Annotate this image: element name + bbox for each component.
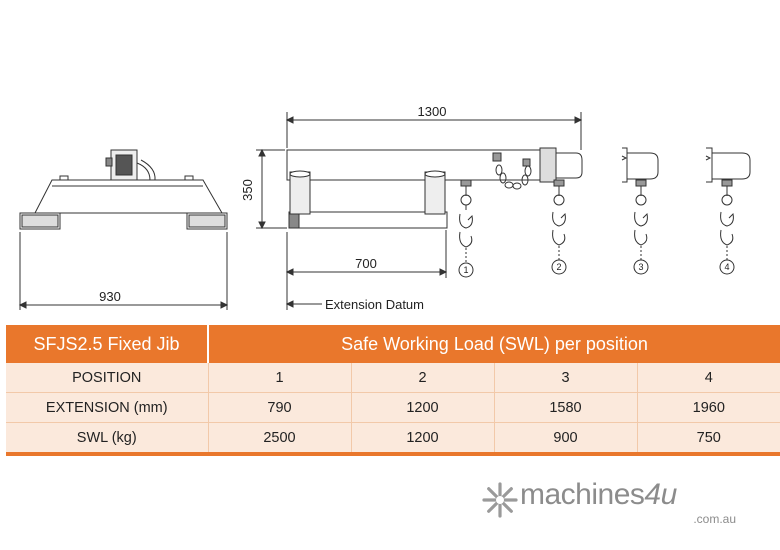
table-cell: 3 (494, 363, 638, 393)
position-marker-1 (458, 262, 474, 278)
swl-table: SFJS2.5 Fixed Jib Safe Working Load (SWL… (6, 325, 780, 456)
position-number-3: 3 (638, 262, 643, 272)
table-cell: 2 (351, 363, 495, 393)
dim-700 (285, 230, 448, 310)
dim-350 (256, 148, 287, 230)
table-cell: 2500 (208, 422, 352, 454)
row-label: EXTENSION (mm) (6, 392, 209, 423)
dim-930 (18, 232, 229, 310)
table-cell: 1580 (494, 392, 638, 423)
table-cell: 1 (208, 363, 352, 393)
technical-drawing: 930 1300 350 700 Extension Datum 1 2 3 4 (18, 104, 751, 312)
logo-domain: .com.au (693, 512, 736, 526)
star-burst-icon (482, 482, 518, 518)
table-cell: 790 (208, 392, 352, 423)
extension-datum-label: Extension Datum (325, 297, 424, 312)
model-heading: SFJS2.5 Fixed Jib (6, 325, 209, 363)
row-label: SWL (kg) (6, 422, 209, 454)
position-number-1: 1 (463, 265, 468, 275)
dim-1300 (285, 112, 583, 150)
table-row: POSITION 1 2 3 4 (6, 363, 780, 393)
table-cell: 4 (637, 363, 780, 393)
machines4u-logo: machines4u .com.au (480, 478, 770, 534)
logo-main: machines (520, 478, 645, 511)
jib-side-view (286, 147, 583, 262)
table-header-row: SFJS2.5 Fixed Jib Safe Working Load (SWL… (6, 325, 780, 363)
dim-label-1300: 1300 (418, 104, 447, 119)
table-row: SWL (kg) 2500 1200 900 750 (6, 422, 780, 454)
dim-label-930: 930 (99, 289, 121, 304)
position-4-detail (705, 147, 751, 260)
position-number-4: 4 (724, 262, 729, 272)
position-marker-2 (551, 259, 567, 275)
table-cell: 1200 (351, 392, 495, 423)
position-marker-4 (719, 259, 735, 275)
position-number-2: 2 (556, 262, 561, 272)
logo-accent: 4u (644, 478, 677, 511)
table-row: EXTENSION (mm) 790 1200 1580 1960 (6, 392, 780, 423)
table-cell: 900 (494, 422, 638, 454)
frame-end-view (19, 149, 228, 230)
dim-label-350: 350 (240, 179, 255, 201)
position-3-detail (621, 147, 659, 260)
position-marker-3 (633, 259, 649, 275)
dim-label-700: 700 (355, 256, 377, 271)
table-cell: 1200 (351, 422, 495, 454)
swl-heading: Safe Working Load (SWL) per position (208, 325, 780, 363)
logo-wordmark: machines4u (520, 478, 677, 512)
table-cell: 1960 (637, 392, 780, 423)
row-label: POSITION (6, 363, 209, 393)
table-cell: 750 (637, 422, 780, 454)
